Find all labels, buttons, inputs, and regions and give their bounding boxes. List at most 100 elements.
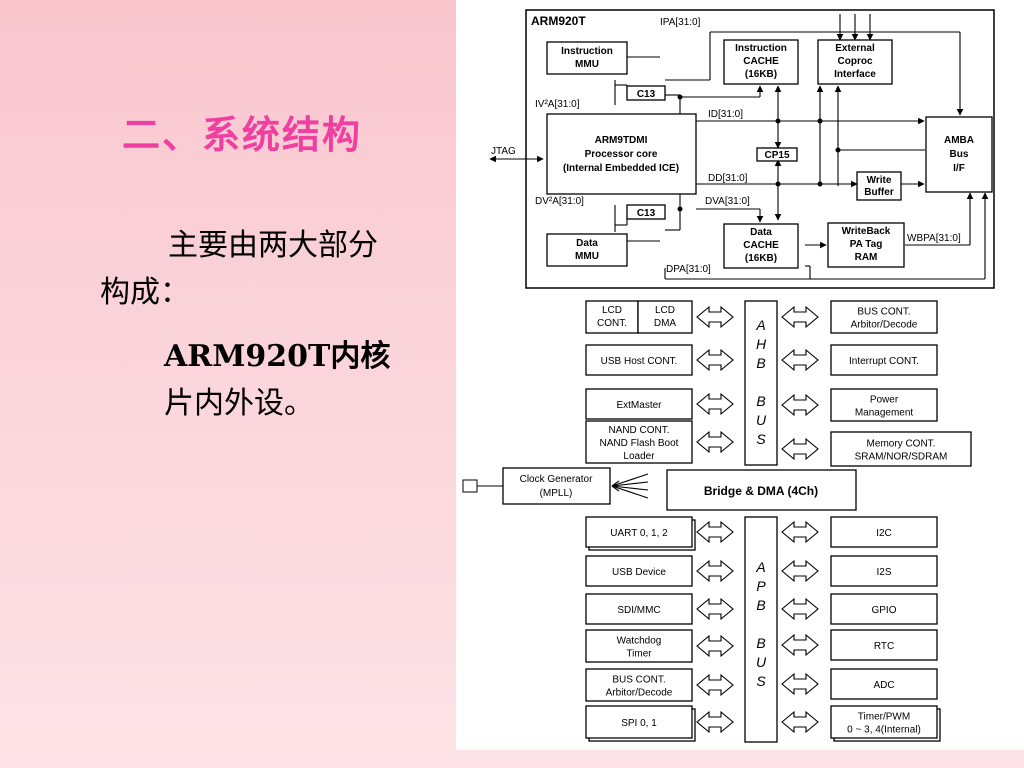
svg-text:AMBA: AMBA: [944, 135, 974, 146]
ahb-right-arrow: [781, 394, 819, 416]
write-buffer-block: Write Buffer: [856, 171, 902, 201]
body-text-line-1: 主要由两大部分: [168, 228, 378, 263]
ahb-right-peripheral: Memory CONT. SRAM/NOR/SDRAM: [830, 431, 972, 467]
svg-text:C13: C13: [637, 89, 656, 100]
apb-left-arrow: [696, 598, 734, 620]
svg-text:Bus: Bus: [950, 149, 969, 160]
svg-text:(MPLL): (MPLL): [540, 488, 573, 499]
ahb-bus-letter: A: [755, 317, 765, 333]
ahb-left-peripheral: ExtMaster: [585, 388, 693, 420]
svg-text:(16KB): (16KB): [745, 69, 777, 80]
dpa-label: DPA[31:0]: [666, 264, 711, 275]
svg-text:BUS CONT.: BUS CONT.: [612, 675, 665, 686]
apb-bus-letter: U: [756, 654, 767, 670]
svg-text:Timer: Timer: [626, 649, 652, 660]
ahb-right-arrow: [781, 438, 819, 460]
apb-bus-letter: B: [756, 635, 765, 651]
c13-top-block: C13: [626, 85, 666, 101]
arm920t-core: ARM920T IPA[31:0]: [489, 9, 995, 289]
apb-left-arrow: [696, 674, 734, 696]
svg-text:(Internal Embedded ICE): (Internal Embedded ICE): [563, 163, 679, 174]
lcd-cont-block: LCD CONT.: [585, 300, 639, 334]
svg-text:LCD: LCD: [602, 305, 622, 316]
svg-text:Arbitor/Decode: Arbitor/Decode: [851, 320, 918, 331]
apb-right-peripheral: I2S: [830, 555, 938, 587]
ahb-left-arrow: [696, 306, 734, 328]
ahb-right-peripheral: Interrupt CONT.: [830, 344, 938, 376]
jtag-label: JTAG: [491, 146, 516, 157]
ahb-bus-letter: S: [756, 431, 766, 447]
svg-text:ExtMaster: ExtMaster: [616, 400, 662, 411]
svg-text:Instruction: Instruction: [735, 43, 787, 54]
bridge-dma-block: Bridge & DMA (4Ch): [666, 469, 857, 511]
svg-text:SRAM/NOR/SDRAM: SRAM/NOR/SDRAM: [855, 452, 948, 463]
body-text-line-3: ARM920T内核: [164, 339, 391, 374]
apb-left-arrow: [696, 635, 734, 657]
svg-text:Instruction: Instruction: [561, 46, 613, 57]
writeback-tag-ram-block: WriteBack PA Tag RAM: [827, 222, 905, 268]
svg-text:ADC: ADC: [873, 680, 894, 691]
svg-text:ARM9TDMI: ARM9TDMI: [595, 135, 648, 146]
svg-text:RAM: RAM: [855, 252, 878, 263]
apb-left-arrow: [696, 711, 734, 733]
ahb-left-arrow: [696, 349, 734, 371]
ahb-left-arrow: [696, 431, 734, 453]
ahb-bus-letter: B: [756, 355, 765, 371]
arm920t-title: ARM920T: [531, 14, 586, 28]
iva-label: IV²A[31:0]: [535, 99, 580, 110]
svg-text:Memory CONT.: Memory CONT.: [867, 439, 936, 450]
svg-text:C13: C13: [637, 208, 656, 219]
svg-text:NAND Flash Boot: NAND Flash Boot: [600, 438, 679, 449]
svg-text:CACHE: CACHE: [743, 240, 779, 251]
svg-text:Clock Generator: Clock Generator: [520, 474, 593, 485]
svg-text:WriteBack: WriteBack: [842, 226, 891, 237]
svg-text:Interface: Interface: [834, 69, 876, 80]
svg-text:Loader: Loader: [623, 451, 655, 462]
data-mmu-block: Data MMU: [546, 233, 628, 267]
processor-core-block: ARM9TDMI Processor core (Internal Embedd…: [546, 113, 697, 195]
core-wires: [489, 14, 989, 280]
apb-bus-letter: P: [756, 578, 766, 594]
slide-title: 二、系统结构: [122, 112, 363, 157]
svg-text:LCD: LCD: [655, 305, 675, 316]
apb-left-peripheral: SPI 0, 1: [585, 705, 696, 742]
svg-text:Management: Management: [855, 408, 914, 419]
body-text-line-4: 片内外设。: [164, 386, 314, 421]
apb-left-peripheral: UART 0, 1, 2: [585, 516, 696, 551]
svg-text:MMU: MMU: [575, 59, 599, 70]
apb-right-arrow: [781, 560, 819, 582]
instruction-mmu-block: Instruction MMU: [546, 41, 628, 75]
dva2-label: DV²A[31:0]: [535, 196, 584, 207]
c13-bottom-block: C13: [626, 204, 666, 220]
external-coproc-block: External Coproc Interface: [817, 39, 893, 85]
svg-text:USB Host CONT.: USB Host CONT.: [601, 356, 678, 367]
dva-label: DVA[31:0]: [705, 196, 750, 207]
svg-text:SDI/MMC: SDI/MMC: [617, 605, 660, 616]
apb-left-arrow: [696, 521, 734, 543]
ahb-left-peripheral: USB Host CONT.: [585, 344, 693, 376]
wbpa-label: WBPA[31:0]: [907, 233, 961, 244]
svg-text:Interrupt CONT.: Interrupt CONT.: [849, 356, 919, 367]
apb-left-peripheral: SDI/MMC: [585, 593, 693, 625]
svg-text:Processor core: Processor core: [585, 149, 658, 160]
apb-left-peripheral: USB Device: [585, 555, 693, 587]
apb-bus-letter: A: [755, 559, 765, 575]
svg-text:External: External: [835, 43, 875, 54]
amba-bus-if-block: AMBA Bus I/F: [925, 116, 993, 193]
ahb-bus-letter: U: [756, 412, 767, 428]
apb-bus-letter: S: [756, 673, 766, 689]
apb-left-peripheral: BUS CONT. Arbitor/Decode: [585, 668, 693, 702]
svg-text:Coproc: Coproc: [838, 56, 873, 67]
svg-text:MMU: MMU: [575, 251, 599, 262]
ipa-label: IPA[31:0]: [660, 17, 701, 28]
svg-text:CACHE: CACHE: [743, 56, 779, 67]
svg-text:Arbitor/Decode: Arbitor/Decode: [606, 688, 673, 699]
svg-text:(16KB): (16KB): [745, 253, 777, 264]
svg-text:RTC: RTC: [874, 641, 894, 652]
system-block-diagram: ARM920T IPA[31:0]: [456, 0, 1024, 750]
svg-text:Buffer: Buffer: [864, 187, 894, 198]
